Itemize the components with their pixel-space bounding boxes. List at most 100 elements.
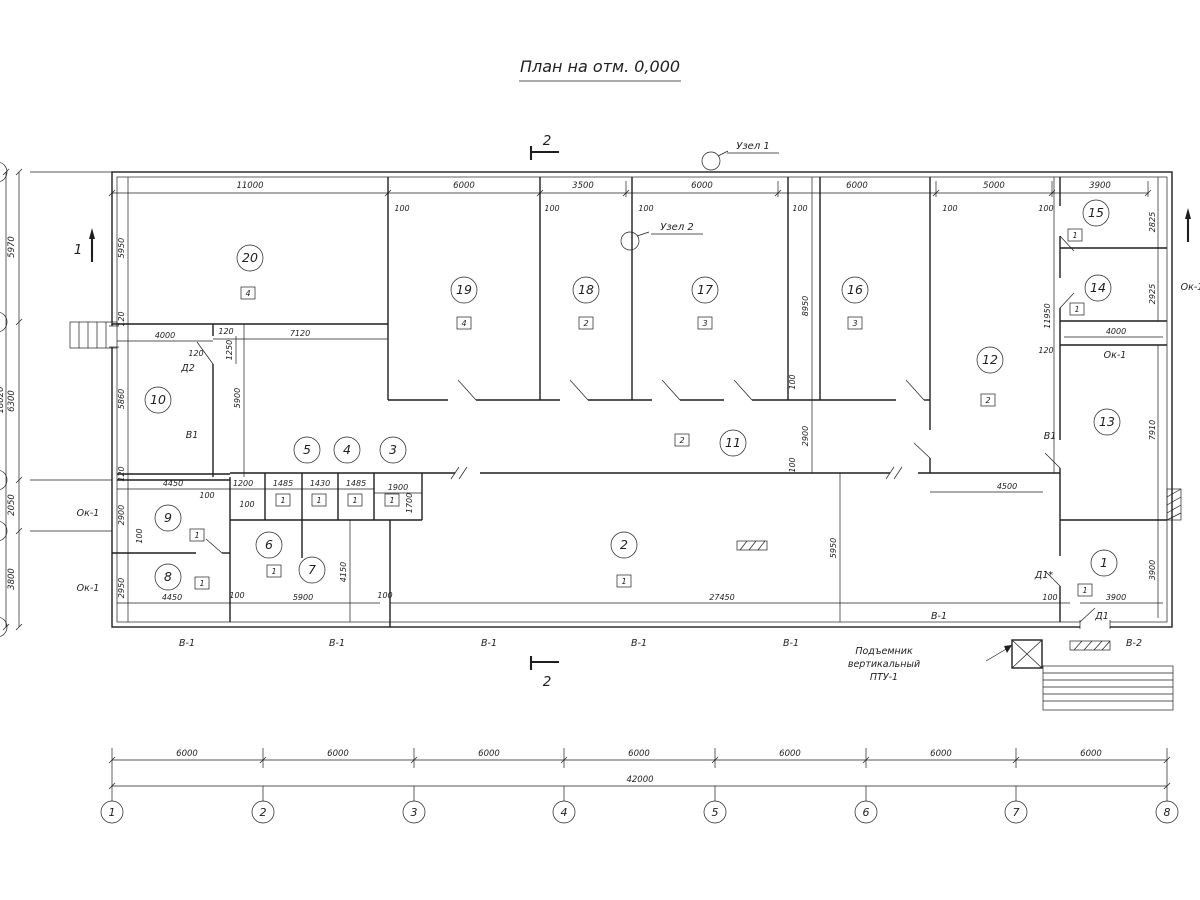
dim-text: 120	[218, 327, 233, 336]
room-number: 2	[620, 537, 628, 552]
drawing-title: План на отм. 0,000	[520, 57, 680, 76]
lift-shaft-box	[1011, 639, 1043, 669]
dim-text: 120	[188, 349, 203, 358]
window-mark-label: В-1	[329, 638, 345, 649]
window-mark-label: Ок-1	[1104, 350, 1127, 361]
room-number: 5	[303, 442, 311, 457]
floor-mark: 1	[271, 567, 276, 576]
dim-text: 2825	[1148, 212, 1157, 232]
floor-mark: 1	[316, 496, 321, 505]
window-mark-label: В-1	[931, 611, 947, 622]
window-mark-label: В-2	[1126, 638, 1142, 649]
interior-dimension-lines	[117, 177, 1163, 622]
dim-text: 2900	[801, 426, 810, 446]
dim-text: 120	[117, 466, 126, 481]
node-label: Узел 2	[660, 222, 694, 233]
southeast-stairs	[1042, 665, 1174, 711]
dim-text: 6000	[176, 749, 198, 759]
room-number: 6	[265, 537, 273, 552]
axis-bubble-label: 3	[411, 806, 418, 819]
dim-text: 3900	[1106, 593, 1126, 602]
dim-text: 4450	[162, 593, 182, 602]
axis-bubble-label: 1	[109, 806, 116, 819]
dim-text: 42000	[626, 775, 653, 785]
dim-text: 100	[788, 457, 797, 472]
door-leaves	[196, 235, 1096, 623]
lift-annotation: Подъемник вертикальный ПТУ-1	[848, 645, 1012, 683]
dim-text: 11950	[1043, 303, 1052, 328]
room-number: 8	[164, 569, 172, 584]
node-label: Узел 1	[736, 141, 770, 152]
room-number: 14	[1090, 280, 1106, 295]
dim-text: 2950	[117, 578, 126, 598]
room-number: 19	[456, 282, 472, 297]
floor-mark: 2	[583, 319, 588, 328]
floor-pit-hatch	[736, 540, 768, 551]
dim-text: 8950	[801, 296, 810, 316]
floor-mark: 4	[461, 319, 466, 328]
dim-text: 5900	[233, 388, 242, 408]
floor-mark: 2	[985, 396, 990, 405]
floor-mark: 1	[1074, 305, 1079, 314]
west-entry-stairs	[69, 321, 118, 349]
dim-text: 1900	[388, 483, 408, 492]
detail-node-callouts: Узел 1 Узел 2	[620, 141, 779, 251]
section-arrow	[89, 228, 95, 239]
dim-text: 7910	[1148, 420, 1157, 440]
interior-dimension-texts: 4000 7120 4450 1200 1485 1430 1485 1900 …	[117, 212, 1157, 602]
dim-text: 6000	[846, 181, 868, 191]
left-dimension-column: 5970 6300 2050 3800 18020	[0, 162, 112, 637]
window-mark-label: В-1	[481, 638, 497, 649]
bottom-dimension-rows: 6000 6000 6000 6000 6000 6000 6000 42000…	[100, 748, 1179, 824]
dim-text: 1430	[310, 479, 330, 488]
floor-mark: 1	[389, 496, 394, 505]
axis-bubble-label: 7	[1013, 806, 1020, 819]
lift-note-line: ПТУ-1	[870, 672, 898, 683]
dim-text: 2900	[117, 505, 126, 525]
dim-text: 7120	[290, 329, 310, 338]
room-number-bubbles: 20 19 18 17 16 15 14 13 12 11 10 9 8 7 6…	[144, 199, 1121, 591]
dim-text: 5000	[983, 181, 1005, 191]
room-number: 4	[343, 442, 351, 457]
dim-text: 2050	[7, 494, 17, 516]
node-1-circle	[701, 151, 721, 171]
floor-mark: 1	[280, 496, 285, 505]
dim-text: 100	[638, 204, 653, 213]
interior-walls	[112, 177, 1167, 627]
axis-bubble-label: 2	[260, 806, 267, 819]
dim-text: 6300	[7, 390, 17, 412]
dim-text: 100	[135, 528, 144, 543]
dim-text: 1485	[273, 479, 293, 488]
exterior-walls	[109, 171, 1173, 629]
axis-bubble-label: 8	[1164, 806, 1171, 819]
room-number: 13	[1099, 414, 1115, 429]
floor-mark: 1	[194, 531, 199, 540]
door-mark-label: Д1	[1094, 611, 1108, 622]
floor-mark: 1	[199, 579, 204, 588]
dim-text: 100	[229, 591, 244, 600]
room-number: 3	[389, 442, 397, 457]
section-cut-marks: 2 2 1	[74, 133, 1191, 690]
floor-mark: 1	[352, 496, 357, 505]
node-2-circle	[620, 231, 640, 251]
dim-text: 27450	[709, 593, 734, 602]
window-mark-label: Ок-1	[77, 583, 100, 594]
lift-note-line: вертикальный	[848, 659, 920, 670]
east-hatched-pad	[1166, 488, 1182, 521]
floor-mark: 1	[621, 577, 626, 586]
dim-text: 1700	[405, 493, 414, 513]
dim-text: 120	[1038, 346, 1053, 355]
floor-mark: 3	[852, 319, 857, 328]
dim-text: 18020	[0, 386, 6, 413]
window-mark-label: В-1	[179, 638, 195, 649]
door-mark-label: Д2	[180, 363, 194, 374]
top-dimension-row: 11000 6000 3500 6000 6000 5000 3900 100 …	[108, 181, 1152, 213]
dim-text: 3900	[1089, 181, 1111, 191]
dim-text: 100	[239, 500, 254, 509]
room-number: 16	[847, 282, 863, 297]
floor-finish-marks: 4 4 2 3 3 2 2 1 1 1 1 1 1 1 1 1 1 1	[189, 228, 1093, 597]
room-number: 17	[697, 282, 713, 297]
dim-text: 4450	[163, 479, 183, 488]
